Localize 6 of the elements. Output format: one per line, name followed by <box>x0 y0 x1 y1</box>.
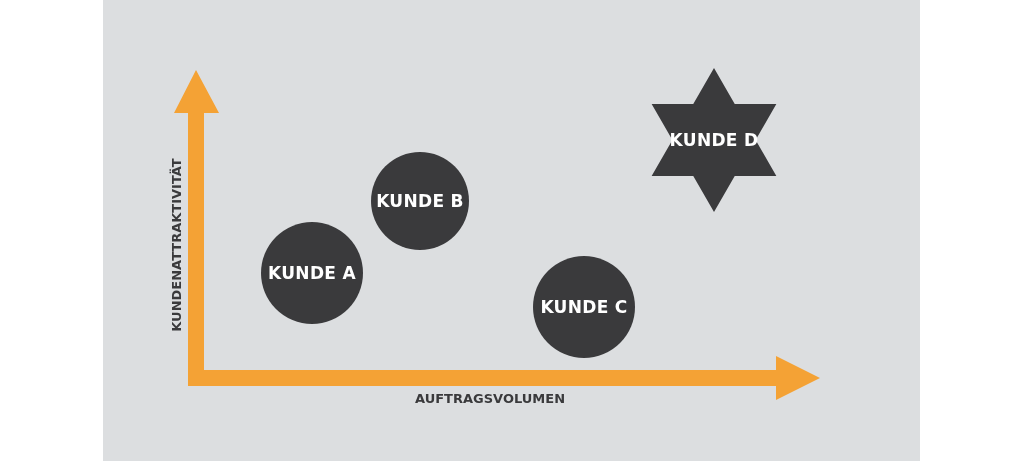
node-label: KUNDE A <box>268 263 356 283</box>
node-label: KUNDE B <box>376 191 464 211</box>
x-axis-label: AUFTRAGSVOLUMEN <box>415 390 565 406</box>
node-label: KUNDE C <box>540 297 628 317</box>
node-label: KUNDE D <box>669 130 759 150</box>
y-axis-label: KUNDENATTRAKTIVITÄT <box>168 158 184 332</box>
